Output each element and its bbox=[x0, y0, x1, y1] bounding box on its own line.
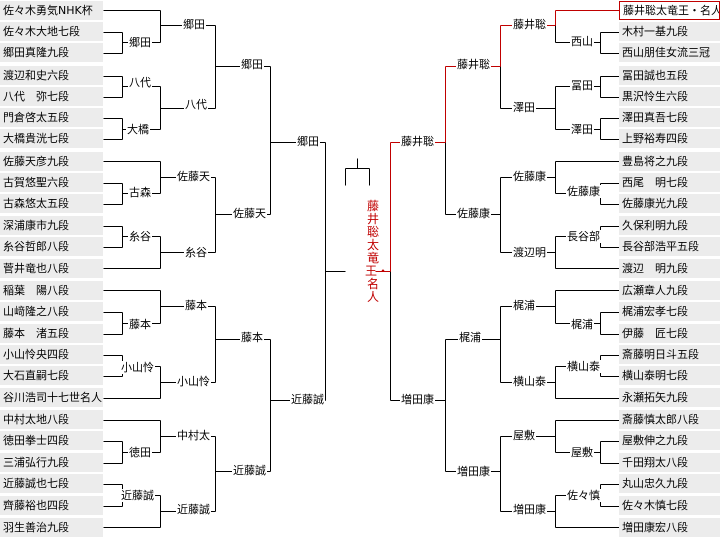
right-player: 斎藤慎太郎八段 bbox=[619, 410, 720, 429]
right-player: 久保利明九段 bbox=[619, 216, 720, 235]
right-r4-winner: 藤井聡 bbox=[400, 135, 435, 148]
right-r2-winner: 屋敷 bbox=[512, 429, 536, 442]
right-r2-winner: 藤井聡 bbox=[512, 18, 547, 31]
left-r2-winner: 八代 bbox=[184, 98, 208, 111]
left-r3-winner: 藤本 bbox=[240, 331, 264, 344]
right-player: 黒沢怜生六段 bbox=[619, 87, 720, 106]
left-player: 小山怜央四段 bbox=[0, 345, 103, 364]
left-player: 山﨑隆之八段 bbox=[0, 302, 103, 321]
left-r1-winner: 小山怜 bbox=[120, 361, 155, 374]
right-player: 増田康宏八段 bbox=[619, 518, 720, 537]
right-player: 斎藤明日斗五段 bbox=[619, 345, 720, 364]
left-player: 大橋貴洸七段 bbox=[0, 129, 103, 148]
left-player: 齊藤裕也四段 bbox=[0, 496, 103, 515]
left-player: 古賀悠聖六段 bbox=[0, 173, 103, 192]
right-player-champion: 藤井聡太竜王・名人 bbox=[619, 1, 720, 20]
left-r1-winner: 郷田 bbox=[128, 36, 152, 49]
right-r2-winner: 澤田 bbox=[512, 101, 536, 114]
left-r2-winner: 小山怜 bbox=[176, 375, 211, 388]
left-r2-winner: 近藤誠 bbox=[176, 503, 211, 516]
left-r1-winner: 八代 bbox=[128, 76, 152, 89]
right-player: 佐藤康光九段 bbox=[619, 194, 720, 213]
right-r3-winner: 藤井聡 bbox=[456, 58, 491, 71]
right-r1-winner: 梶浦 bbox=[570, 318, 594, 331]
left-r2-winner: 藤本 bbox=[184, 299, 208, 312]
left-r1-winner: 糸谷 bbox=[128, 230, 152, 243]
right-player: 澤田真吾七段 bbox=[619, 108, 720, 127]
right-player: 西山朋佳女流三冠 bbox=[619, 43, 720, 62]
left-player: 徳田拳士四段 bbox=[0, 431, 103, 450]
right-player: 広瀬章人九段 bbox=[619, 281, 720, 300]
left-player: 稲葉 陽八段 bbox=[0, 281, 103, 300]
left-player: 深浦康市九段 bbox=[0, 216, 103, 235]
right-r1-winner: 屋敷 bbox=[570, 446, 594, 459]
champion-label: 藤井聡太竜王・名人 bbox=[365, 199, 390, 304]
right-r2-winner: 増田康 bbox=[512, 503, 547, 516]
left-player: 近藤誠也七段 bbox=[0, 474, 103, 493]
right-r2-winner: 横山泰 bbox=[512, 375, 547, 388]
right-player: 千田翔太八段 bbox=[619, 453, 720, 472]
left-player: 大石直嗣七段 bbox=[0, 366, 103, 385]
right-player: 西尾 明七段 bbox=[619, 173, 720, 192]
right-r1-winner: 冨田 bbox=[570, 79, 594, 92]
left-player: 古森悠太五段 bbox=[0, 194, 103, 213]
right-r4-winner: 増田康 bbox=[400, 393, 435, 406]
right-r3-winner: 増田康 bbox=[456, 465, 491, 478]
left-r2-winner: 郷田 bbox=[182, 18, 206, 31]
left-r3-winner: 近藤誠 bbox=[232, 464, 267, 477]
right-player: 丸山忠久九段 bbox=[619, 474, 720, 493]
right-r2-winner: 梶浦 bbox=[512, 299, 536, 312]
right-r1-winner: 横山泰 bbox=[566, 360, 601, 373]
right-player: 梶浦宏孝七段 bbox=[619, 302, 720, 321]
right-player: 豊島将之九段 bbox=[619, 152, 720, 171]
right-r1-winner: 佐々慎 bbox=[566, 489, 601, 502]
left-player: 佐藤天彦九段 bbox=[0, 152, 103, 171]
left-player: 藤本 渚五段 bbox=[0, 324, 103, 343]
right-player: 佐々木慎七段 bbox=[619, 496, 720, 515]
left-player: 郷田真隆九段 bbox=[0, 43, 103, 62]
left-r2-winner: 中村太 bbox=[176, 429, 211, 442]
left-player: 羽生善治九段 bbox=[0, 518, 103, 537]
left-r1-winner: 古森 bbox=[128, 186, 152, 199]
right-r1-winner: 長谷部 bbox=[566, 230, 601, 243]
left-player: 渡辺和史六段 bbox=[0, 66, 103, 85]
left-r3-winner: 佐藤天 bbox=[232, 207, 267, 220]
left-player: 中村太地八段 bbox=[0, 410, 103, 429]
left-player: 菅井竜也八段 bbox=[0, 259, 103, 278]
right-r3-winner: 梶浦 bbox=[458, 331, 482, 344]
right-r1-winner: 佐藤康 bbox=[566, 185, 601, 198]
left-r1-winner: 近藤誠 bbox=[120, 489, 155, 502]
right-player: 上野裕寿四段 bbox=[619, 129, 720, 148]
right-player: 屋敷伸之九段 bbox=[619, 431, 720, 450]
right-player: 冨田誠也五段 bbox=[619, 66, 720, 85]
left-r1-winner: 徳田 bbox=[128, 446, 152, 459]
left-player: 八代 弥七段 bbox=[0, 87, 103, 106]
left-player: 谷川浩司十七世名人 bbox=[0, 388, 103, 407]
left-player: 糸谷哲郎八段 bbox=[0, 237, 103, 256]
right-player: 渡辺 明九段 bbox=[619, 259, 720, 278]
left-player: 佐々木勇気NHK杯 bbox=[0, 1, 103, 20]
right-player: 伊藤 匠七段 bbox=[619, 324, 720, 343]
left-r1-winner: 大橋 bbox=[126, 123, 150, 136]
left-player: 三浦弘行九段 bbox=[0, 453, 103, 472]
left-r2-winner: 糸谷 bbox=[184, 246, 208, 259]
right-r1-winner: 澤田 bbox=[570, 123, 594, 136]
right-player: 永瀬拓矢九段 bbox=[619, 388, 720, 407]
right-player: 横山泰明七段 bbox=[619, 366, 720, 385]
left-r3-winner: 郷田 bbox=[240, 58, 264, 71]
right-r2-winner: 渡辺明 bbox=[512, 246, 547, 259]
left-player: 門倉啓太五段 bbox=[0, 108, 103, 127]
right-r3-winner: 佐藤康 bbox=[456, 207, 491, 220]
left-player: 佐々木大地七段 bbox=[0, 22, 103, 41]
left-r2-winner: 佐藤天 bbox=[176, 170, 211, 183]
left-r1-winner: 藤本 bbox=[128, 318, 152, 331]
left-r4-winner: 郷田 bbox=[296, 135, 320, 148]
left-r4-winner: 近藤誠 bbox=[290, 393, 325, 406]
right-r1-winner: 西山 bbox=[570, 35, 594, 48]
right-r2-winner: 佐藤康 bbox=[512, 170, 547, 183]
right-player: 長谷部浩平五段 bbox=[619, 237, 720, 256]
right-player: 木村一基九段 bbox=[619, 22, 720, 41]
